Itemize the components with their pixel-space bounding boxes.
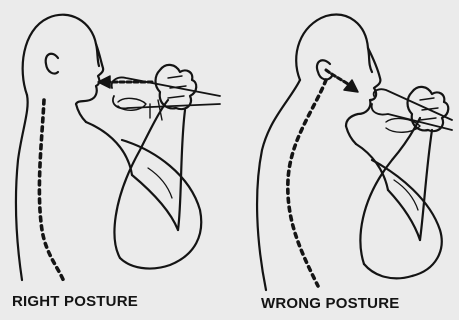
wrong-arm-inner — [388, 190, 420, 240]
right-chest — [86, 122, 132, 175]
wrong-forearm-inner — [420, 130, 432, 240]
wrong-posture-caption: WRONG POSTURE — [261, 295, 399, 312]
wrong-airflow-arrow — [326, 70, 348, 84]
wrong-posture-figure — [257, 15, 452, 290]
right-ear — [46, 54, 58, 74]
right-forearm-inner — [178, 110, 185, 230]
wrong-spine-curved — [288, 80, 326, 286]
right-spine-straight — [39, 100, 64, 282]
wrong-ear — [317, 60, 332, 79]
wrong-arm-outer — [364, 160, 442, 278]
right-neck-front — [76, 104, 86, 122]
right-forearm — [115, 100, 168, 258]
right-trombone-slide — [112, 77, 220, 96]
right-face-profile — [76, 44, 103, 104]
right-posture-caption: RIGHT POSTURE — [12, 293, 138, 310]
right-arm-inner — [132, 175, 178, 230]
wrong-neck-front — [346, 126, 356, 144]
wrong-back-line — [257, 80, 300, 290]
right-back-line — [16, 95, 28, 280]
right-head-outline — [23, 15, 99, 95]
wrong-head-outline — [296, 15, 372, 80]
right-posture-figure — [16, 15, 220, 282]
